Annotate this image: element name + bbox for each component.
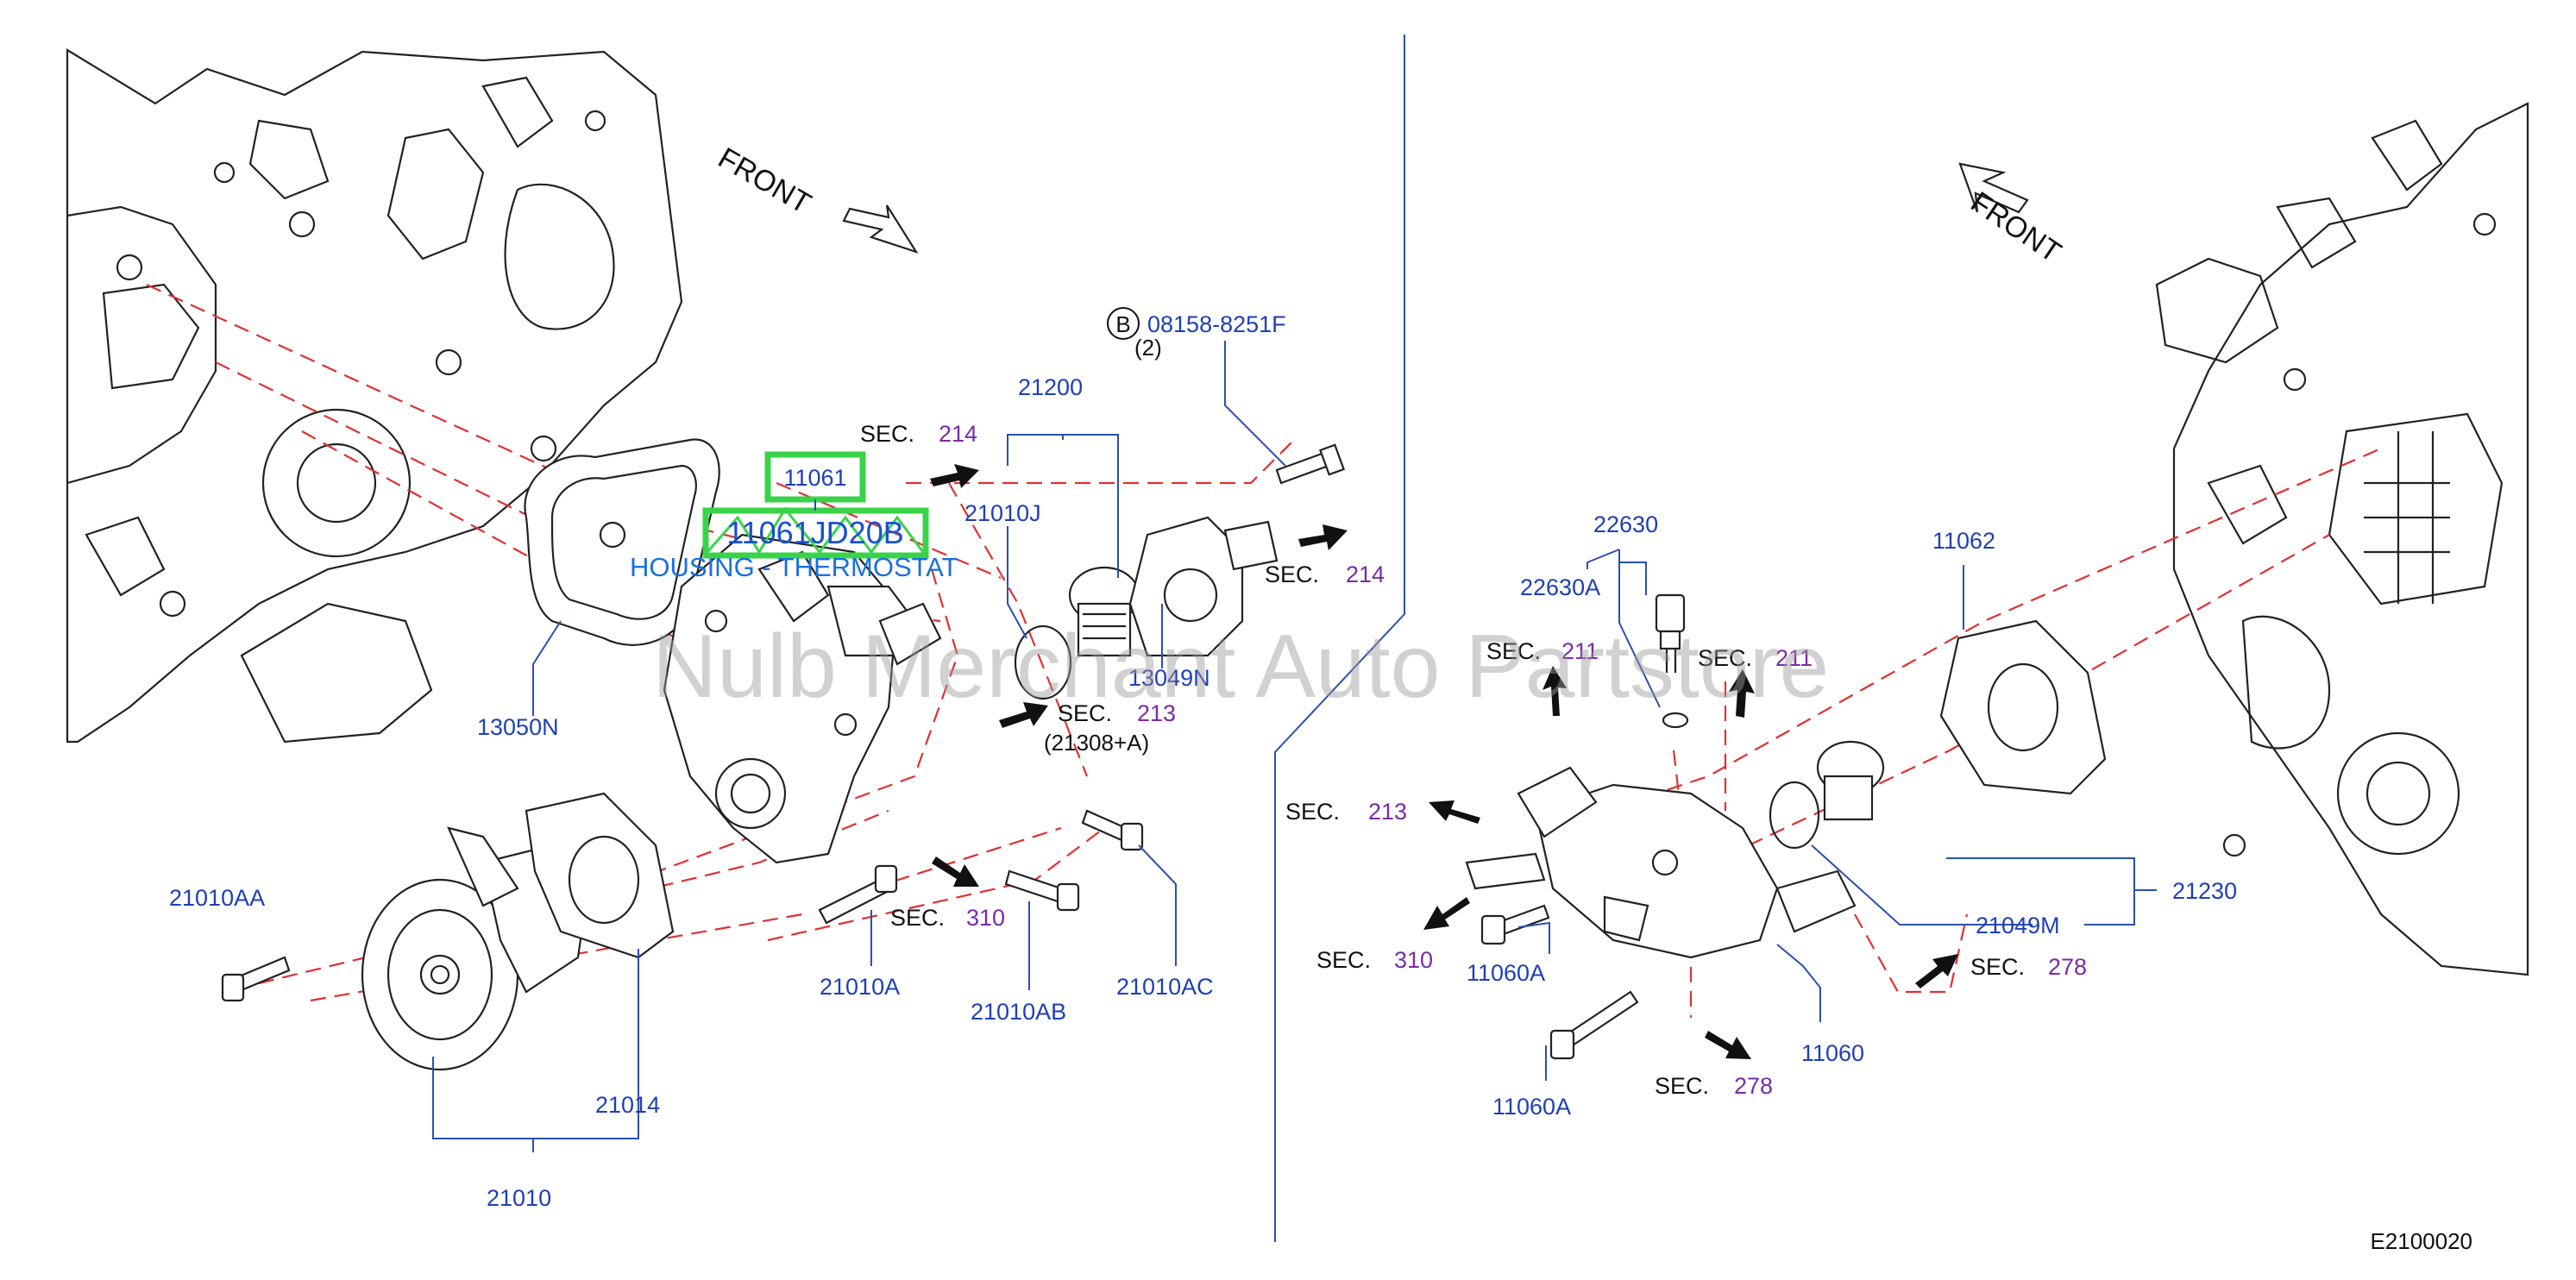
bolt-11060A-lower-shape <box>1549 990 1639 1060</box>
sec-211-a-arrow-icon <box>1542 666 1567 716</box>
sec-278-b[interactable]: SEC. 278 <box>1970 954 2087 980</box>
bolt-21010AC-shape <box>1081 809 1144 851</box>
sec-label: SEC. <box>1316 947 1371 973</box>
thermostat-housing-11060-shape <box>1465 766 1857 959</box>
thermostat-housing-shape <box>663 533 942 864</box>
part-08158-8251F[interactable]: 08158-8251F <box>1147 311 1286 337</box>
sec-number: 310 <box>966 905 1005 931</box>
gasket-11062-shape <box>1939 619 2107 795</box>
sensor-22630-shape <box>1655 593 1686 673</box>
sec-278-b-arrow-icon <box>1915 954 1958 988</box>
sec-number: 278 <box>2048 954 2087 980</box>
sec-number: 213 <box>1368 799 1407 825</box>
highlight-callout[interactable] <box>702 451 929 559</box>
part-21230[interactable]: 21230 <box>2172 878 2237 904</box>
part-21010J[interactable]: 21010J <box>964 500 1041 526</box>
o-ring-21010J <box>1014 624 1072 700</box>
sec-310-b[interactable]: SEC. 310 <box>1316 947 1433 973</box>
sec-label: SEC. <box>1698 645 1752 671</box>
sec-213-a-arrow-icon <box>999 702 1048 728</box>
bolt-11060A-upper-shape <box>1480 904 1550 945</box>
bolt-callout-circle <box>1107 307 1140 340</box>
highlight-part-number[interactable]: 11061 <box>783 465 846 491</box>
bolt-21010AA-shape <box>221 956 291 1002</box>
callout-leader-lines <box>432 341 2157 1152</box>
gasket-21014-shape <box>525 792 675 959</box>
sec-213-b-arrow-icon <box>1429 800 1480 824</box>
sec-number: 278 <box>1734 1073 1773 1099</box>
sec-213-a[interactable]: SEC. 213 <box>1058 700 1176 726</box>
sec-label: SEC. <box>860 421 914 447</box>
part-21010A[interactable]: 21010A <box>820 974 900 1000</box>
sec-label: SEC. <box>1486 638 1541 664</box>
part-21010AC[interactable]: 21010AC <box>1116 974 1214 1000</box>
sec-label: SEC. <box>1058 700 1112 726</box>
bolt-qty: (2) <box>1134 335 1162 361</box>
diagram-code: E2100020 <box>2370 1228 2472 1254</box>
part-13050N[interactable]: 13050N <box>477 714 559 740</box>
bolt-21010A-shape <box>818 864 898 925</box>
part-11060A-lower[interactable]: 11060A <box>1492 1094 1571 1120</box>
sec-310-a[interactable]: SEC. 310 <box>890 905 1005 931</box>
thermostat-21200-shape <box>1068 566 1140 657</box>
sec-214-a-arrow-icon <box>930 464 979 488</box>
highlight-part-name: HOUSING - THERMOSTAT <box>630 552 958 582</box>
sec-label: SEC. <box>1285 799 1340 825</box>
part-21308A: (21308+A) <box>1044 730 1149 756</box>
sec-number: 213 <box>1137 700 1176 726</box>
sec-number: 211 <box>1561 638 1599 664</box>
sec-211-a[interactable]: SEC. 211 <box>1486 638 1599 664</box>
o-ring-22630A <box>1662 712 1689 729</box>
water-pump-21010-shape <box>361 826 588 1071</box>
part-11060[interactable]: 11060 <box>1801 1040 1864 1066</box>
part-21010AB[interactable]: 21010AB <box>971 999 1066 1025</box>
part-11060A-upper[interactable]: 11060A <box>1467 960 1545 986</box>
part-13049N[interactable]: 13049N <box>1128 665 1210 691</box>
part-21010AA[interactable]: 21010AA <box>169 885 265 911</box>
sec-214-a[interactable]: SEC. 214 <box>860 421 977 447</box>
watermark: Nulb Merchant Auto Partstore <box>652 617 1829 717</box>
part-21010[interactable]: 21010 <box>487 1185 551 1211</box>
sec-310-a-arrow-icon <box>932 856 979 887</box>
part-11062[interactable]: 11062 <box>1932 528 1995 554</box>
highlight-part-full[interactable]: 11061JD20B <box>726 515 904 550</box>
sec-214-b-arrow-icon <box>1298 524 1348 550</box>
sec-number: 214 <box>1346 562 1385 587</box>
sec-214-b[interactable]: SEC. 214 <box>1265 562 1385 587</box>
sec-label: SEC. <box>1265 562 1319 587</box>
sec-number: 211 <box>1775 645 1813 671</box>
front-label-left: FRONT <box>713 141 816 220</box>
bolt-callout-letter: B <box>1115 311 1130 337</box>
sec-label: SEC. <box>890 905 945 931</box>
water-inlet-13049N-shape <box>1128 516 1279 657</box>
left-engine-block <box>66 48 683 744</box>
sec-278-a[interactable]: SEC. 278 <box>1655 1073 1773 1099</box>
sec-label: SEC. <box>1655 1073 1709 1099</box>
sec-211-b[interactable]: SEC. 211 <box>1698 645 1813 671</box>
divider-line <box>1274 35 1405 1242</box>
part-21014[interactable]: 21014 <box>595 1092 660 1118</box>
part-22630[interactable]: 22630 <box>1593 511 1658 537</box>
thermostat-21230-shape <box>1816 740 1885 821</box>
sec-211-b-arrow-icon <box>1729 669 1755 718</box>
sec-213-b[interactable]: SEC. 213 <box>1285 799 1407 825</box>
bolt-08158-8251F-shape <box>1275 443 1345 485</box>
sec-278-a-arrow-icon <box>1705 1031 1751 1059</box>
sec-310-b-arrow-icon <box>1423 897 1470 930</box>
sec-number: 214 <box>939 421 977 447</box>
sec-label: SEC. <box>1970 954 2025 980</box>
part-22630A[interactable]: 22630A <box>1520 574 1600 600</box>
o-ring-21049M <box>1769 781 1820 850</box>
part-21049M[interactable]: 21049M <box>1976 913 2060 938</box>
front-arrow-right-icon <box>1958 162 2029 214</box>
front-arrow-left-icon <box>842 204 919 254</box>
sec-arrows <box>930 464 1958 1059</box>
right-engine-block <box>2155 102 2529 976</box>
sec-number: 310 <box>1394 947 1433 973</box>
bolt-21010AB-shape <box>1004 869 1080 912</box>
part-21200[interactable]: 21200 <box>1018 374 1083 400</box>
